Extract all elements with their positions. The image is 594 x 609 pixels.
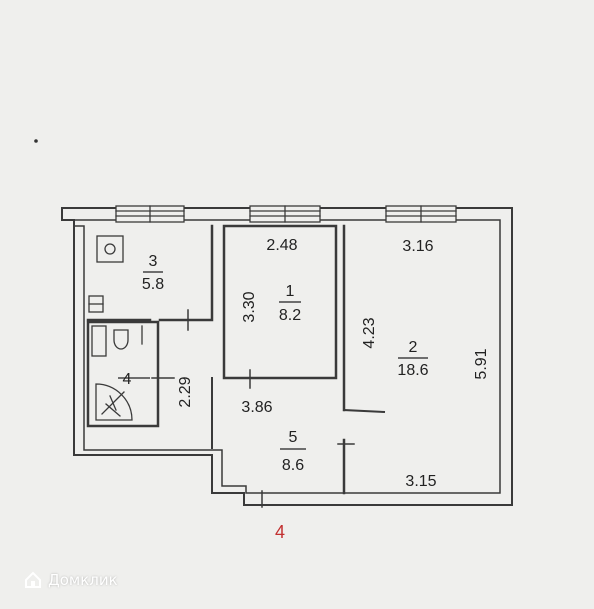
room3-area: 5.8 [142,276,164,293]
watermark: Домклик [24,571,118,589]
room2-door-wall [342,408,386,414]
room1-wall [222,224,338,380]
inner-wall-line [73,219,501,494]
bath-wall [86,320,160,428]
stove-icon [96,235,124,263]
room2-top: 3.16 [402,238,433,255]
room1-area: 8.2 [279,307,301,324]
room2-left: 4.23 [361,317,378,348]
sink-icon [88,295,104,313]
home-logo-icon [25,571,41,588]
speck [34,139,38,143]
window-right [385,205,457,223]
shower-icon [95,383,133,421]
room1-number: 1 [286,283,295,300]
watermark-text: Домклик [48,571,118,589]
room2-bottom: 3.15 [405,473,436,490]
room3-number: 3 [149,253,158,270]
room1-width: 2.48 [266,237,297,254]
bath-height: 2.29 [177,376,194,407]
room2-right: 5.91 [473,348,490,379]
kitchen-wall [86,224,214,322]
room5-area: 8.6 [282,457,304,474]
window-middle [249,205,321,223]
room2-area: 18.6 [397,362,428,379]
hall-width: 3.86 [241,399,272,416]
room2-number: 2 [409,339,418,356]
window-left [115,205,185,223]
room1-height: 3.30 [241,291,258,322]
room4-number: 4 [123,371,132,388]
outer-wall [61,207,513,506]
room5-number: 5 [289,429,298,446]
toilet-icon [91,325,143,357]
entrance-marker: 4 [275,522,285,542]
